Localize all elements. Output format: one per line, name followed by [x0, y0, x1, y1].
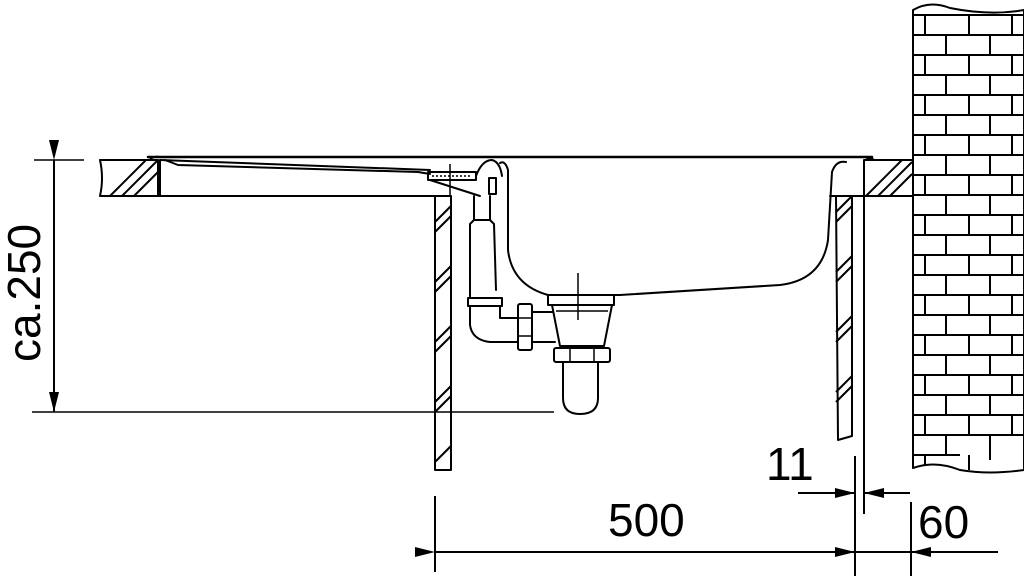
overflow-unit: [427, 159, 556, 351]
dimension-gap-label: 11: [766, 438, 814, 490]
brick-wall: [912, 3, 1024, 474]
sink-rim-drainer: [146, 155, 875, 197]
dimension-width-label: 500: [608, 494, 685, 546]
dimension-wall-offset-label: 60: [918, 496, 969, 548]
worktop-right: [829, 159, 914, 197]
waste-trap: [547, 294, 615, 415]
cabinet-side-left: [434, 195, 452, 471]
dimension-width: 500: [415, 456, 856, 576]
dimension-gap: 11: [766, 438, 910, 498]
dimension-height: ca.250: [0, 140, 554, 413]
sink-bowl: [499, 160, 847, 320]
dimension-height-label: ca.250: [0, 224, 50, 362]
worktop-left: [99, 159, 441, 197]
cabinet-side-right: [835, 195, 865, 514]
dimension-wall-offset: 60: [855, 496, 998, 576]
